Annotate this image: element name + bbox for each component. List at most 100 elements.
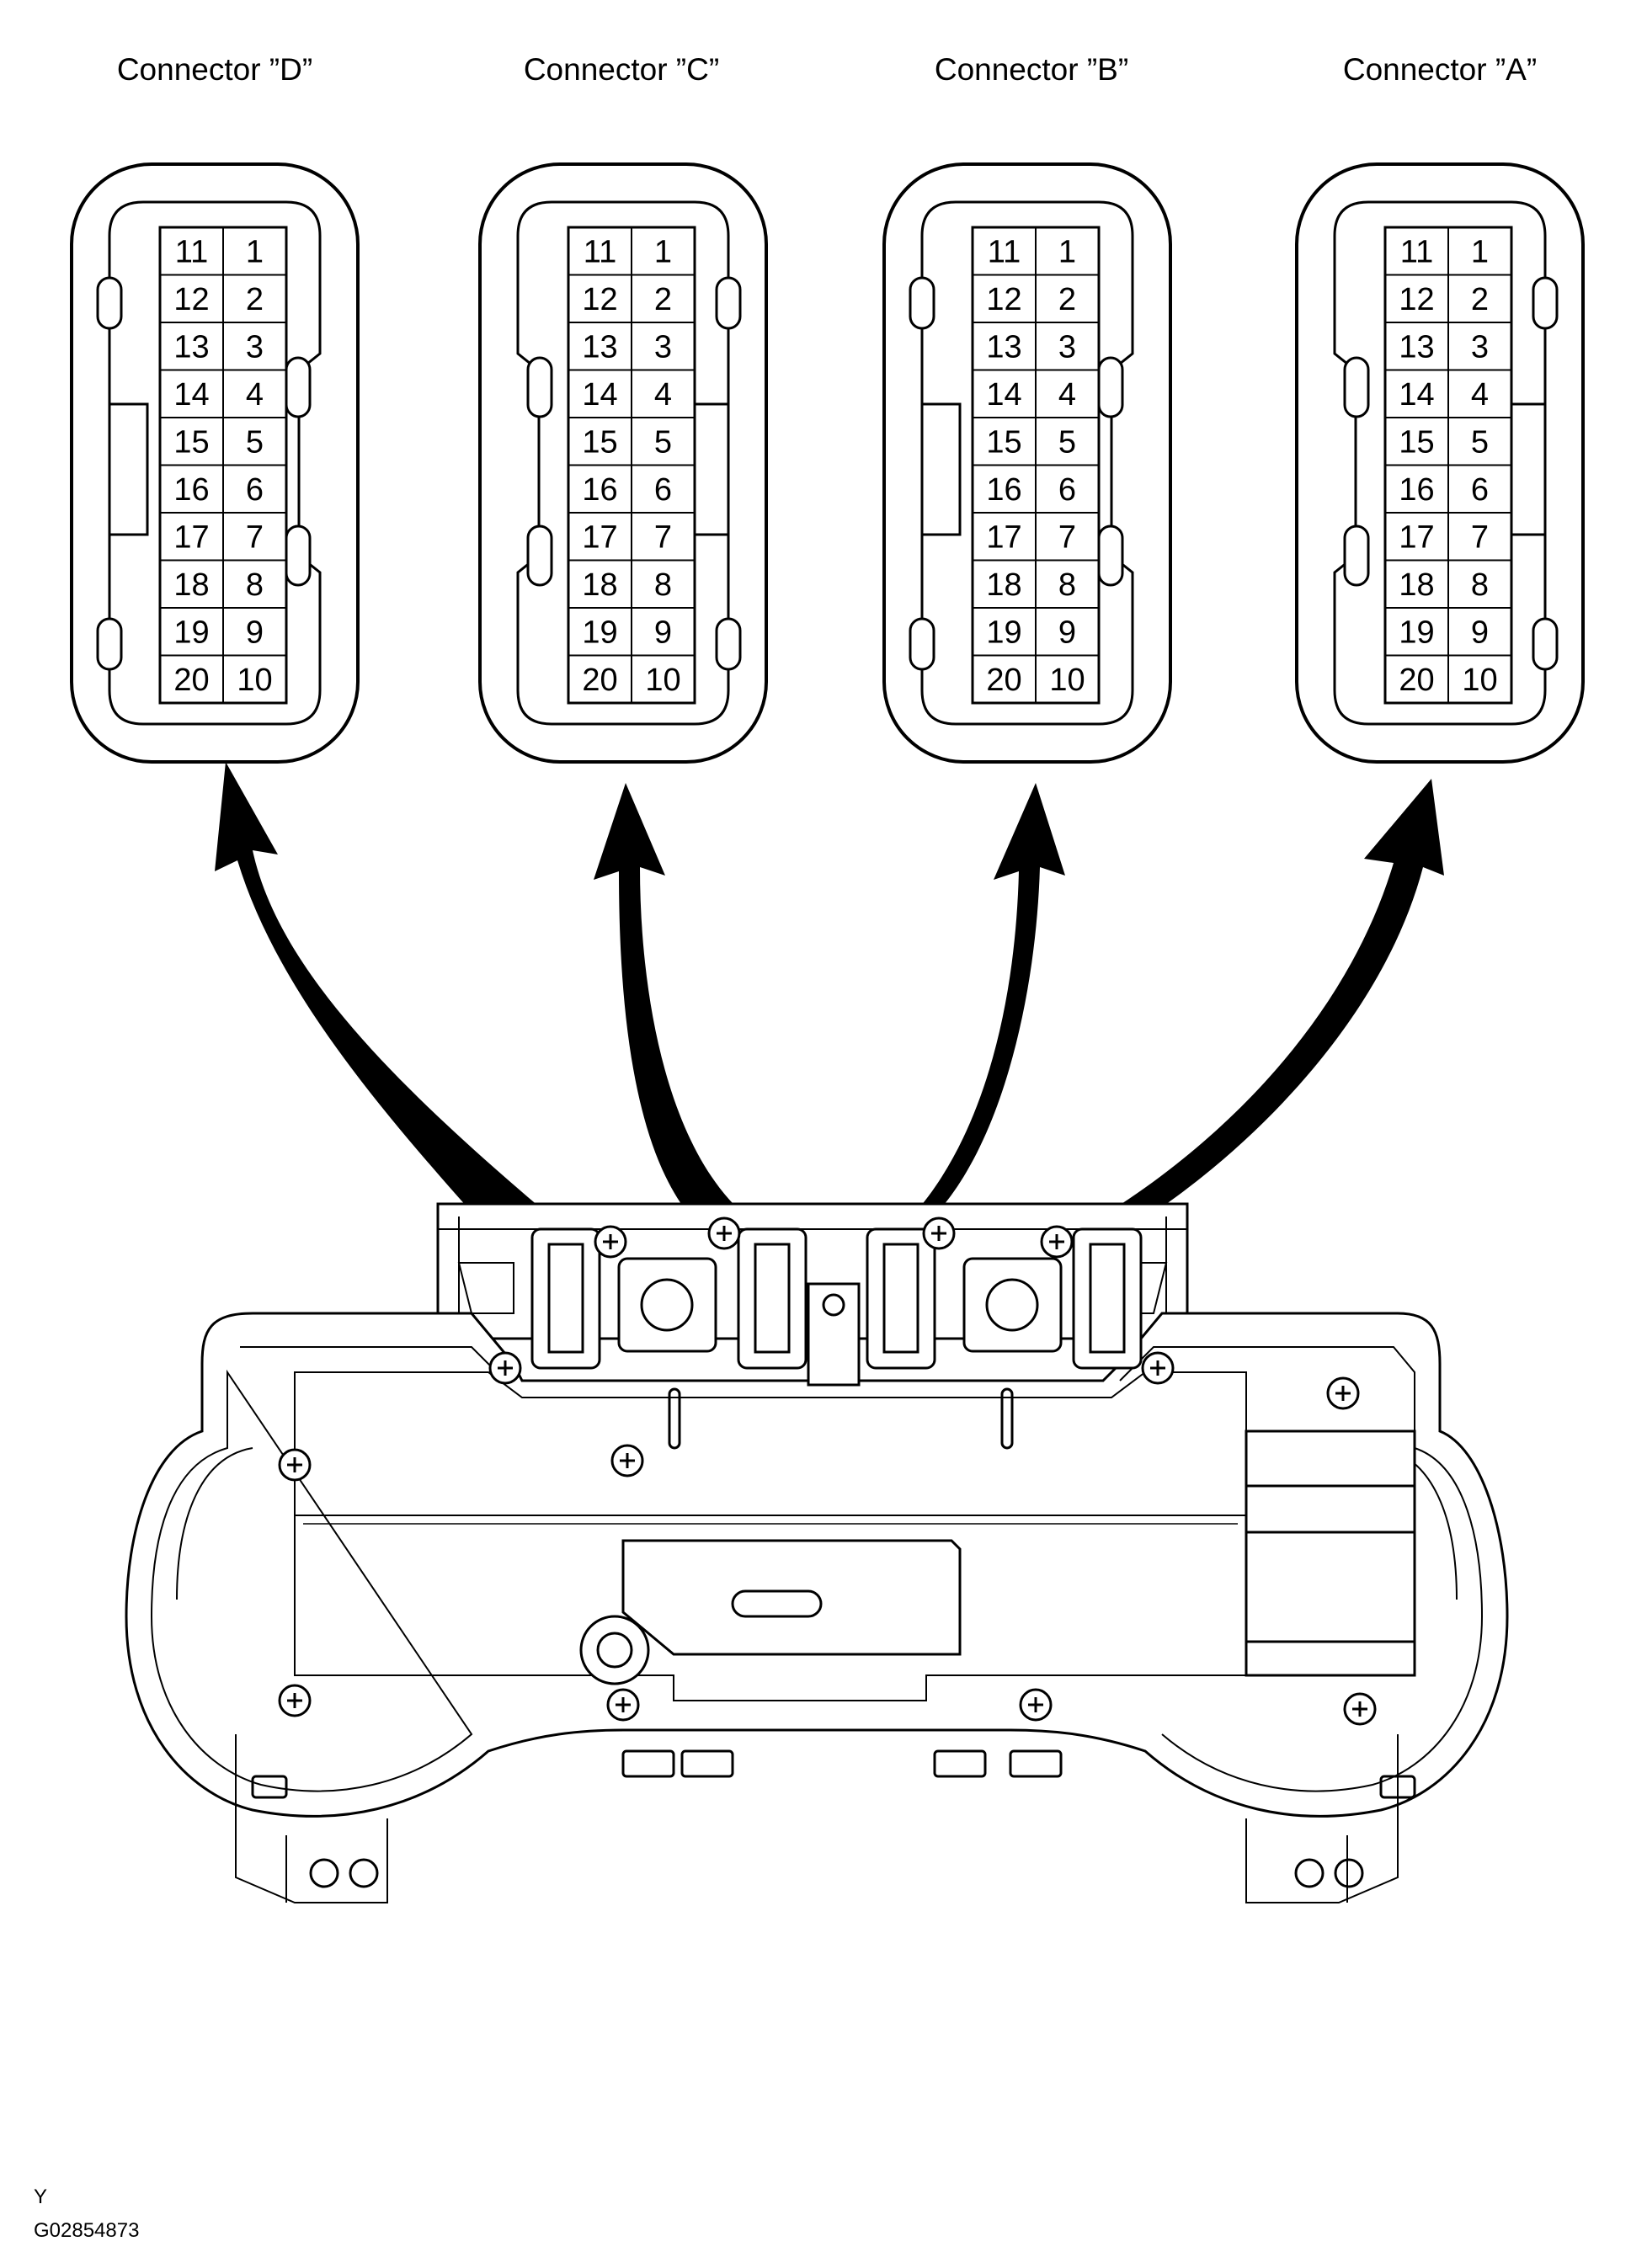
pin-20: 20: [582, 663, 617, 698]
pin-10: 10: [645, 663, 680, 698]
pin-14: 14: [986, 377, 1021, 413]
latch-slot: [96, 617, 123, 671]
pin-11: 11: [175, 234, 208, 269]
pin-11: 11: [988, 234, 1021, 269]
pin-10: 10: [1049, 663, 1085, 698]
screw: [610, 1444, 644, 1477]
lock-tab: [1097, 524, 1124, 587]
pin-12: 12: [1399, 282, 1434, 317]
pin-13: 13: [582, 329, 617, 365]
pin-8: 8: [654, 567, 672, 603]
pin-7: 7: [246, 519, 264, 555]
pin-5: 5: [654, 424, 672, 460]
pin-13: 13: [986, 329, 1021, 365]
pin-19: 19: [173, 615, 209, 650]
pin-15: 15: [173, 424, 209, 460]
pin-2: 2: [1471, 282, 1489, 317]
screw: [594, 1225, 627, 1259]
screw: [606, 1688, 640, 1722]
pin-5: 5: [1471, 424, 1489, 460]
pin-18: 18: [582, 567, 617, 603]
connector-inner-outline: [516, 200, 730, 726]
pin-11: 11: [584, 234, 616, 269]
pin-7: 7: [654, 519, 672, 555]
pin-17: 17: [1399, 519, 1434, 555]
pin-19: 19: [1399, 615, 1434, 650]
connector-b-title: Connector ”B”: [934, 52, 1129, 87]
pin-7: 7: [1058, 519, 1076, 555]
pin-16: 16: [582, 472, 617, 508]
pin-1: 1: [1058, 234, 1076, 269]
pin-17: 17: [173, 519, 209, 555]
pin-6: 6: [1471, 472, 1489, 508]
pin-9: 9: [654, 615, 672, 650]
pin-16: 16: [1399, 472, 1434, 508]
screw: [1019, 1688, 1053, 1722]
pin-4: 4: [1471, 377, 1489, 413]
pin-3: 3: [1058, 329, 1076, 365]
meter-receptacles: [530, 1227, 1143, 1387]
screw: [1040, 1225, 1074, 1259]
pin-17: 17: [582, 519, 617, 555]
connector-inner-outline: [108, 200, 322, 726]
arrows: [215, 762, 1444, 1259]
pin-3: 3: [246, 329, 264, 365]
connector-d-title: Connector ”D”: [116, 52, 313, 87]
pin-14: 14: [173, 377, 209, 413]
latch-slot: [1532, 276, 1559, 330]
pin-2: 2: [246, 282, 264, 317]
pin-15: 15: [986, 424, 1021, 460]
latch-slot: [909, 617, 935, 671]
pin-8: 8: [1058, 567, 1076, 603]
key-window: [920, 402, 962, 536]
pin-6: 6: [246, 472, 264, 508]
connector-inner-outline: [920, 200, 1134, 726]
pin-9: 9: [246, 615, 264, 650]
lock-tab: [285, 524, 312, 587]
pin-18: 18: [986, 567, 1021, 603]
pin-15: 15: [1399, 424, 1434, 460]
pin-14: 14: [1399, 377, 1434, 413]
lock-tab: [1097, 356, 1124, 418]
pin-20: 20: [1399, 663, 1434, 698]
lock-tab: [1343, 524, 1370, 587]
pin-12: 12: [173, 282, 209, 317]
pin-4: 4: [246, 377, 264, 413]
connector-inner-outline: [1333, 200, 1547, 726]
pin-20: 20: [173, 663, 209, 698]
latch-slot: [96, 276, 123, 330]
screw: [278, 1448, 312, 1482]
pin-13: 13: [173, 329, 209, 365]
figure-id: G02854873: [34, 2219, 140, 2242]
pin-10: 10: [237, 663, 272, 698]
pin-17: 17: [986, 519, 1021, 555]
pin-2: 2: [654, 282, 672, 317]
latch-slot: [909, 276, 935, 330]
pin-6: 6: [654, 472, 672, 508]
screw: [1141, 1351, 1175, 1385]
pin-4: 4: [654, 377, 672, 413]
pin-20: 20: [986, 663, 1021, 698]
pin-12: 12: [582, 282, 617, 317]
arrow-to-connector-b: [880, 783, 1065, 1246]
connector-a-title: Connector ”A”: [1342, 52, 1538, 87]
arrow-to-connector-d: [215, 762, 556, 1259]
pin-18: 18: [1399, 567, 1434, 603]
pin-1: 1: [1471, 234, 1489, 269]
pin-5: 5: [246, 424, 264, 460]
pin-1: 1: [246, 234, 264, 269]
pin-7: 7: [1471, 519, 1489, 555]
view-code: Y: [34, 2185, 48, 2208]
latch-slot: [1532, 617, 1559, 671]
pin-3: 3: [654, 329, 672, 365]
connector-c-title: Connector ”C”: [523, 52, 720, 87]
pin-16: 16: [173, 472, 209, 508]
screw: [1326, 1376, 1360, 1410]
pin-2: 2: [1058, 282, 1076, 317]
screw: [922, 1217, 956, 1250]
